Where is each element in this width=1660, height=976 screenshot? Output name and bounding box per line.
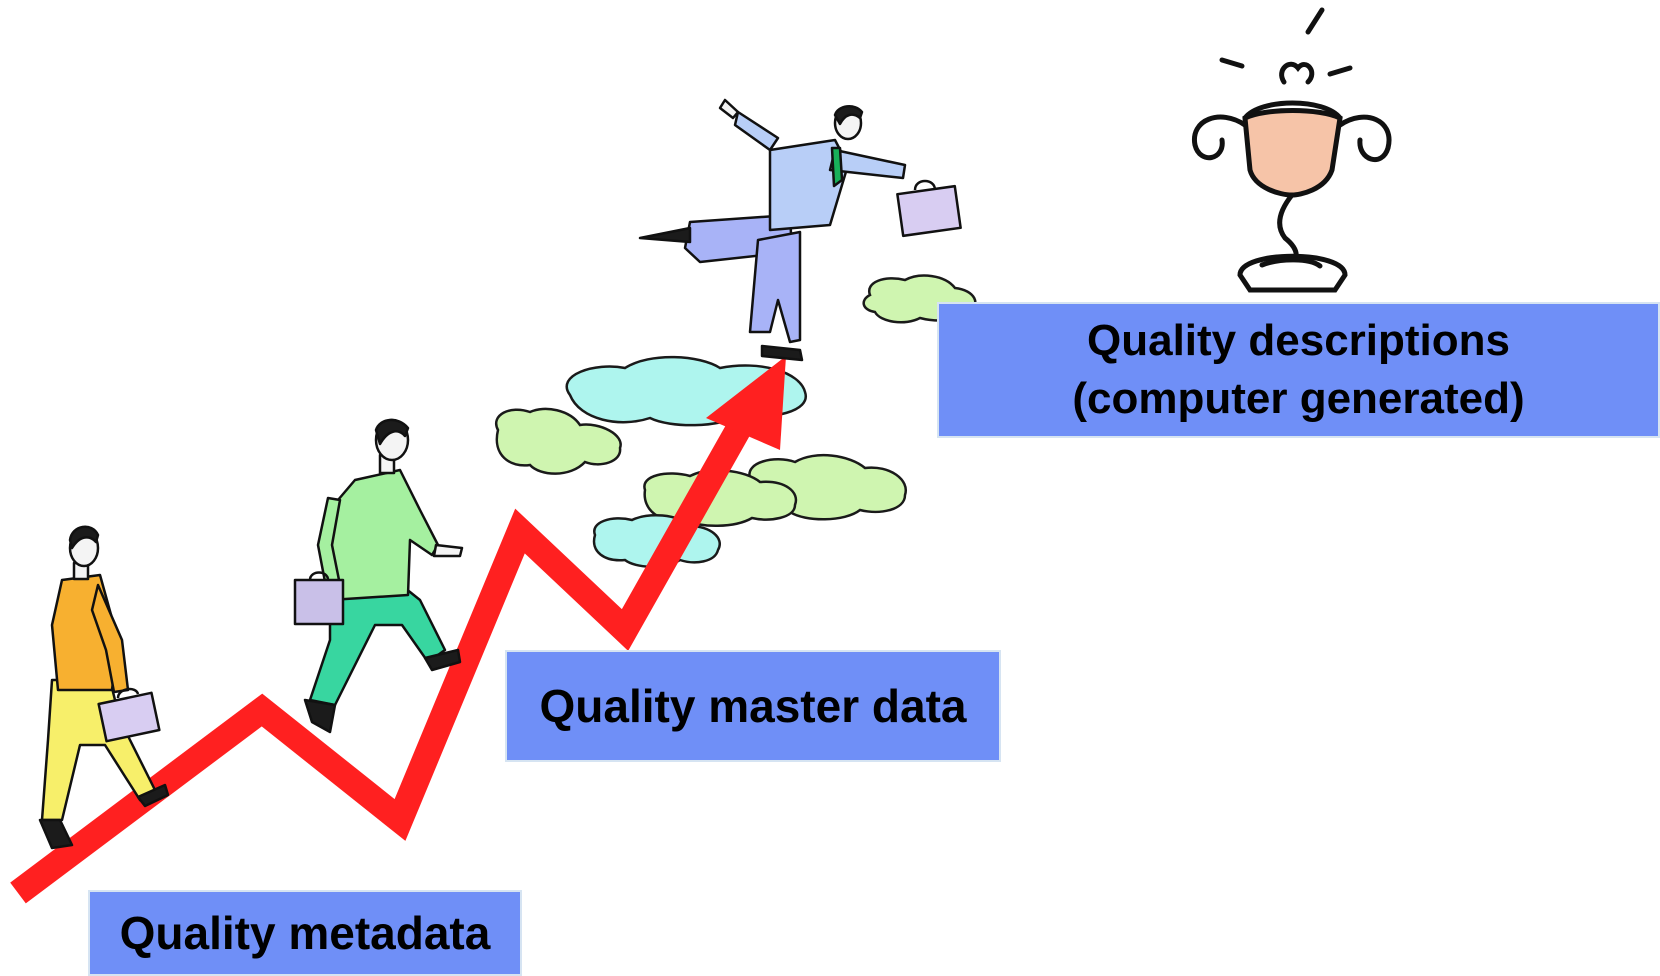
climbing-man-green-icon [293,418,464,734]
leaping-man-blue-icon [638,98,962,362]
stage-label-descriptions-line2: (computer generated) [1072,374,1525,423]
clouds [495,274,977,568]
stage-label-master-data-text: Quality master data [539,680,967,732]
trophy-icon [1192,7,1392,293]
zigzag-arrow-icon [10,356,786,904]
stage-label-master-data: Quality master data [505,650,1001,762]
stage-label-metadata: Quality metadata [88,890,522,976]
briefcase-icon [97,691,161,743]
stage-label-descriptions: Quality descriptions (computer generated… [937,302,1660,438]
briefcase-icon [293,578,345,626]
stage-label-descriptions-line1: Quality descriptions [1087,315,1510,365]
cloud-icon [495,407,622,475]
stage-label-metadata-text: Quality metadata [119,907,491,959]
briefcase-icon [896,184,962,238]
walking-man-orange-icon [38,525,170,850]
